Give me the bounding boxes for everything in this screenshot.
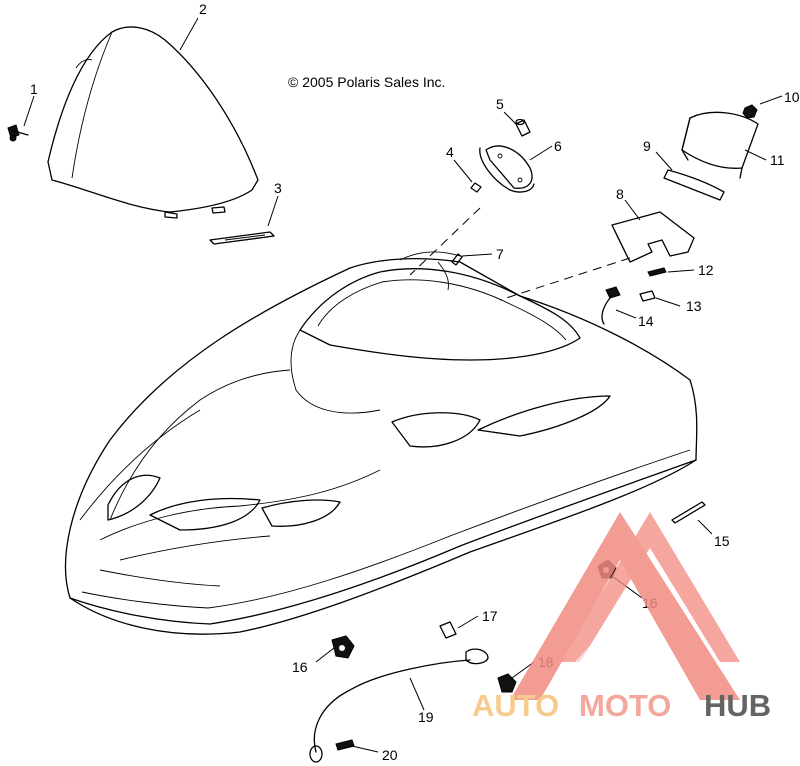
callout-1: 1 (30, 81, 38, 97)
housing-part-11 (681, 111, 759, 179)
screw-part-7 (451, 253, 463, 266)
callout-19: 19 (418, 709, 434, 725)
grommet-part-13 (639, 290, 656, 302)
callout-5: 5 (496, 96, 504, 112)
leader-lines (23, 17, 783, 753)
callout-20: 20 (382, 747, 398, 763)
strip-part-3 (209, 231, 275, 245)
pin-part-5 (515, 118, 531, 137)
watermark-text-moto: MOTO (579, 688, 671, 723)
windshield (47, 26, 259, 219)
callout-2: 2 (199, 1, 207, 17)
bolt-part-17 (439, 621, 457, 639)
callout-13: 13 (686, 298, 702, 314)
callout-15: 15 (714, 533, 730, 549)
assembly-line-1 (409, 207, 481, 276)
callout-8: 8 (616, 186, 624, 202)
automotohub-watermark: AUTO MOTO HUB (472, 512, 771, 723)
screw-part-12 (647, 267, 667, 277)
callout-7: 7 (496, 246, 504, 262)
callout-4: 4 (446, 144, 454, 160)
tether-cable-part-19 (309, 648, 489, 763)
callout-10: 10 (784, 89, 800, 105)
callout-17: 17 (482, 608, 498, 624)
callout-9: 9 (643, 138, 651, 154)
rivet-part-20 (335, 739, 355, 751)
watermark-text-hub: HUB (704, 688, 771, 723)
callout-12: 12 (698, 262, 714, 278)
screw-part-1 (7, 124, 29, 142)
callout-16-left: 16 (292, 659, 308, 675)
connector-part-14 (601, 286, 621, 325)
hood-assembly (64, 251, 698, 635)
callout-14: 14 (638, 313, 654, 329)
bracket-part-8 (611, 211, 695, 263)
assembly-line-2 (499, 257, 631, 301)
gauge-mount-part-6 (479, 145, 535, 193)
callout-3: 3 (274, 180, 282, 196)
watermark-triangle-logo (510, 512, 740, 700)
clip-part-4 (470, 182, 482, 193)
pin-part-15 (671, 501, 706, 524)
callout-6: 6 (554, 138, 562, 154)
watermark-text-auto: AUTO (472, 688, 559, 723)
nut-part-10 (742, 104, 758, 119)
callout-11: 11 (770, 152, 785, 168)
copyright-text: © 2005 Polaris Sales Inc. (288, 74, 445, 90)
grommet-part-16-left (331, 635, 355, 659)
lens-part-9 (663, 169, 725, 201)
nut-part-18 (497, 673, 517, 693)
